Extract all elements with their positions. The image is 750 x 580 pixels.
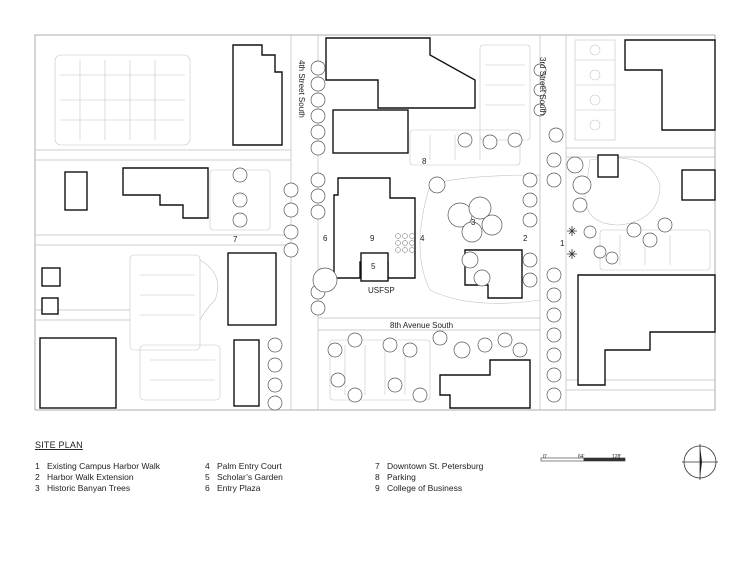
legend-num: 8 [375,472,380,482]
legend-label: Downtown St. Petersburg [387,461,484,471]
legend-column-3: 7 Downtown St. Petersburg 8 Parking 9 Colle… [375,461,483,494]
marker-5: 5 [371,262,376,271]
scale-label-0: 0' [543,454,547,460]
legend-label: Entry Plaza [217,483,261,493]
legend-label: Parking [387,472,416,482]
legend-item: 1 Existing Campus Harbor Walk [35,461,160,472]
map-frame [34,34,716,411]
legend-label: Palm Entry Court [217,461,282,471]
legend-num: 4 [205,461,210,471]
street-label-3rd: 3rd Street South [538,57,547,115]
legend-label: Scholar’s Garden [217,472,283,482]
entry-court-seating [395,233,415,253]
legend-item: 6 Entry Plaza [205,483,283,494]
legend-num: 7 [375,461,380,471]
legend-num: 2 [35,472,40,482]
street-label-8th-ave: 8th Avenue South [390,321,453,330]
marker-2: 2 [523,234,528,243]
north-arrow-icon [682,444,718,480]
legend-num: 1 [35,461,40,471]
legend-column-2: 4 Palm Entry Court 5 Scholar’s Garden 6 Ent… [205,461,283,494]
legend-item: 5 Scholar’s Garden [205,472,283,483]
legend-item: 3 Historic Banyan Trees [35,483,160,494]
legend-label: Existing Campus Harbor Walk [47,461,161,471]
legend-column-1: 1 Existing Campus Harbor Walk 2 Harbor Wal… [35,461,160,494]
scale-label-64: 64' [578,454,585,460]
site-markers: 1 2 3 4 5 6 7 8 9 [233,157,565,271]
building-sign-text: USFSP [368,286,395,295]
legend-label: College of Business [387,483,463,493]
palm-symbols [567,226,577,259]
scale-bar [540,457,626,462]
site-detailing [54,39,711,401]
marker-7: 7 [233,235,238,244]
street-label-4th: 4th Street South [297,60,306,118]
marker-4: 4 [420,234,425,243]
legend-item: 8 Parking [375,472,483,483]
legend-title: SITE PLAN [35,440,83,450]
marker-3: 3 [471,218,476,227]
legend-item: 2 Harbor Walk Extension [35,472,160,483]
marker-9: 9 [370,234,375,243]
legend-label: Historic Banyan Trees [47,483,131,493]
legend-num: 6 [205,483,210,493]
marker-6: 6 [323,234,328,243]
scale-label-128: 128' [612,454,622,460]
legend-item: 7 Downtown St. Petersburg [375,461,483,472]
marker-8: 8 [422,157,427,166]
buildings [39,37,716,409]
legend-label: Harbor Walk Extension [47,472,134,482]
trees [232,60,673,411]
legend-num: 9 [375,483,380,493]
legend-item: 9 College of Business [375,483,483,494]
marker-1: 1 [560,239,565,248]
legend-num: 5 [205,472,210,482]
legend-item: 4 Palm Entry Court [205,461,283,472]
legend-num: 3 [35,483,40,493]
